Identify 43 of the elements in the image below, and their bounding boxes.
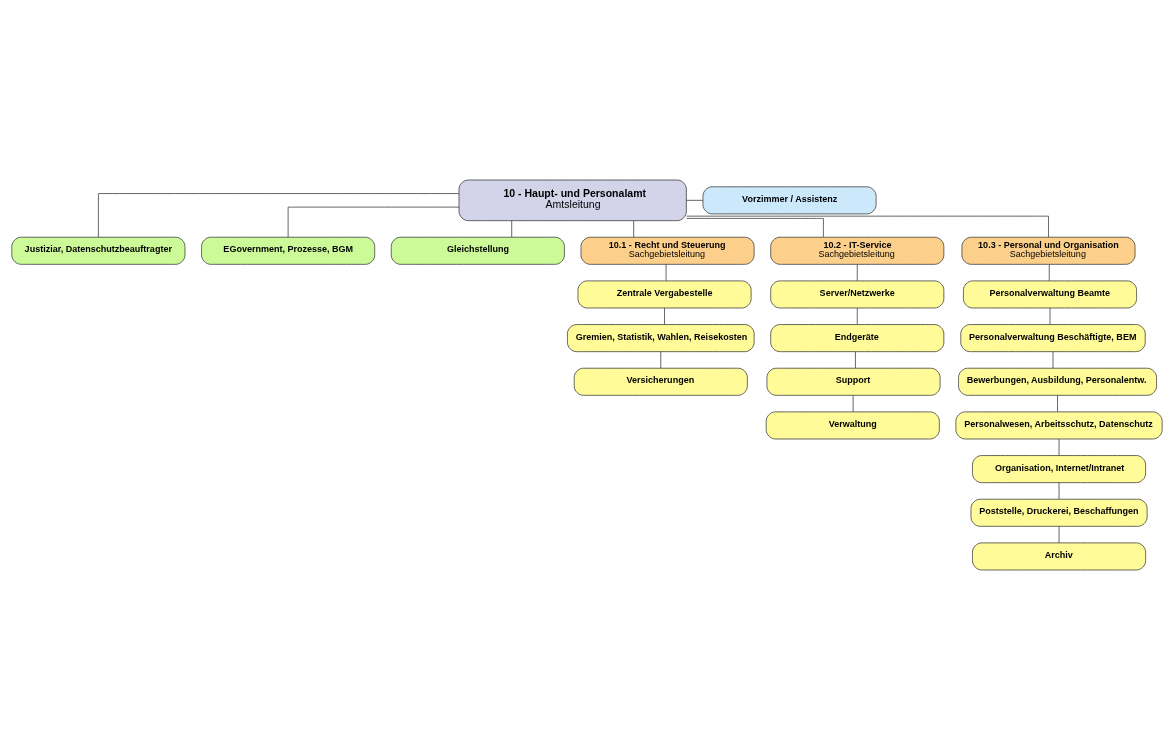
connector [664, 307, 665, 325]
node-box: Personalverwaltung Beschäftigte, BEM [960, 323, 1146, 352]
connector [660, 350, 662, 368]
node-box: Zentrale Vergabestelle [577, 280, 752, 308]
node-box: Verwaltung [765, 411, 940, 439]
node-box: Poststelle, Druckerei, Beschaffungen [970, 498, 1148, 527]
connector [1058, 438, 1060, 456]
node-box: Organisation, Internet/Intranet [972, 454, 1146, 483]
node-box: 10 - Haupt- und Personalamt Amtsleitung [458, 179, 687, 221]
connector [633, 219, 635, 237]
node-box: Justiziar, Datenschutzbeauftragter [11, 236, 186, 265]
node-box: Support [766, 367, 941, 396]
connector [856, 263, 858, 281]
connector [1049, 307, 1051, 325]
node-box: Gleichstellung [390, 236, 565, 265]
connector [686, 199, 704, 201]
node-box: 10.2 - IT-Service Sachgebietsleitung [770, 236, 945, 265]
connector [686, 217, 824, 237]
connector [98, 192, 460, 238]
connector [1057, 394, 1058, 412]
connector [287, 206, 460, 238]
node-box: Archiv [972, 542, 1146, 570]
node-box: Endgeräte [770, 323, 945, 352]
connector [511, 219, 513, 237]
connector [1058, 525, 1060, 543]
node-box: Personalwesen, Arbeitsschutz, Datenschutz [955, 411, 1163, 439]
connector [665, 263, 667, 281]
connector [855, 350, 856, 368]
node-box: 10.1 - Recht und Steuerung Sachgebietsleitung [580, 236, 755, 265]
node-box: Versicherungen [573, 367, 748, 396]
connector [686, 215, 1049, 237]
node-box: Personalverwaltung Beamte [963, 280, 1137, 308]
connector [1048, 263, 1050, 281]
node-box: Gremien, Statistik, Wahlen, Reisekosten [567, 323, 755, 352]
connector [856, 307, 858, 325]
node-box: Server/Netzwerke [770, 280, 945, 308]
connector [1058, 481, 1060, 499]
connector [1052, 350, 1054, 368]
connector [852, 394, 854, 412]
node-box: Bewerbungen, Ausbildung, Personalentw. [958, 367, 1157, 396]
node-box: 10.3 - Personal und Organisation Sachgebietsleitung [961, 236, 1136, 265]
node-box: Vorzimmer / Assistenz [702, 185, 877, 214]
node-box: EGovernment, Prozesse, BGM [201, 236, 376, 265]
